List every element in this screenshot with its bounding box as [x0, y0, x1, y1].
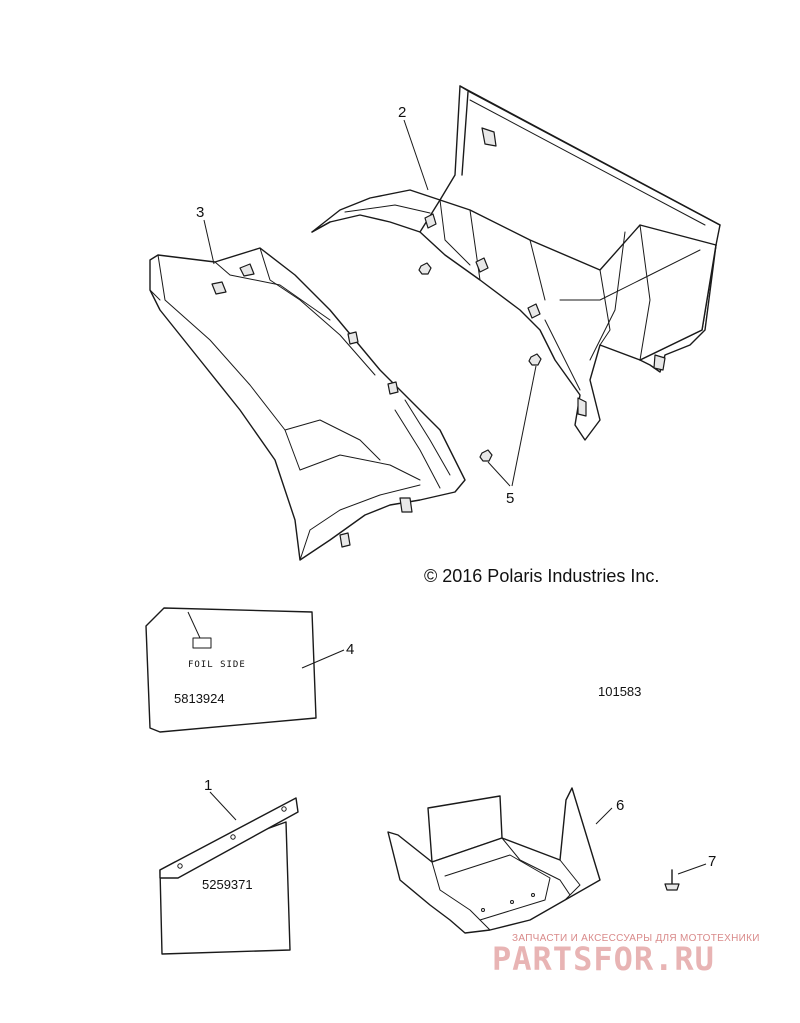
part-5-nuts	[418, 262, 542, 462]
leader-2	[403, 119, 429, 191]
watermark-tagline: ЗАПЧАСТИ И АКСЕССУАРЫ ДЛЯ МОТОТЕХНИКИ	[512, 933, 760, 944]
callout-6: 6	[616, 797, 624, 814]
leader-6	[595, 807, 613, 825]
leader-3	[203, 219, 215, 265]
copyright-notice: © 2016 Polaris Industries Inc.	[424, 566, 659, 586]
leader-4	[301, 649, 345, 669]
callout-3: 3	[196, 204, 204, 221]
part-2-rear-panel	[311, 85, 721, 441]
foil-side-label: FOIL SIDE	[188, 660, 246, 670]
leader-1	[209, 791, 237, 821]
leader-5a	[487, 461, 511, 487]
callout-4: 4	[346, 641, 354, 658]
watermark-brand: PARTSFOR.RU	[492, 940, 715, 978]
callout-7: 7	[708, 853, 716, 870]
leader-7	[677, 863, 707, 875]
part-7-screw	[664, 869, 680, 891]
callout-1: 1	[204, 777, 212, 794]
callout-5: 5	[506, 490, 514, 507]
leader-lines	[203, 119, 707, 875]
diagram-number: 101583	[598, 684, 641, 699]
callout-2: 2	[398, 104, 406, 121]
part-6-heat-shield	[387, 787, 601, 934]
part-4-number: 5813924	[174, 691, 225, 706]
part-1-number: 5259371	[202, 877, 253, 892]
part-1-bracket-plate	[159, 797, 299, 955]
leader-5b	[511, 365, 537, 487]
part-4-foil-panel	[145, 607, 317, 733]
part-3-side-panel	[149, 247, 466, 561]
